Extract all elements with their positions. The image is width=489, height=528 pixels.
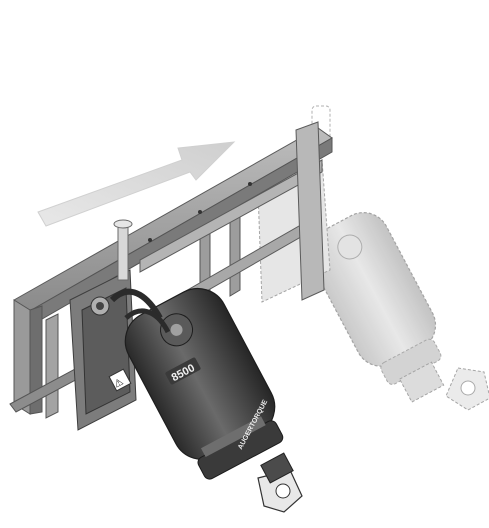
arrow-right-icon <box>37 141 236 227</box>
carriage-plate <box>69 269 137 431</box>
output-shaft <box>257 452 303 513</box>
ghost-shaft-hex <box>445 367 489 411</box>
lock-pin <box>113 219 133 281</box>
warning-decal-icon: ⚠ <box>108 368 132 392</box>
auger-motor: 8500 AUGERTORQUE ⚠ <box>108 287 284 480</box>
